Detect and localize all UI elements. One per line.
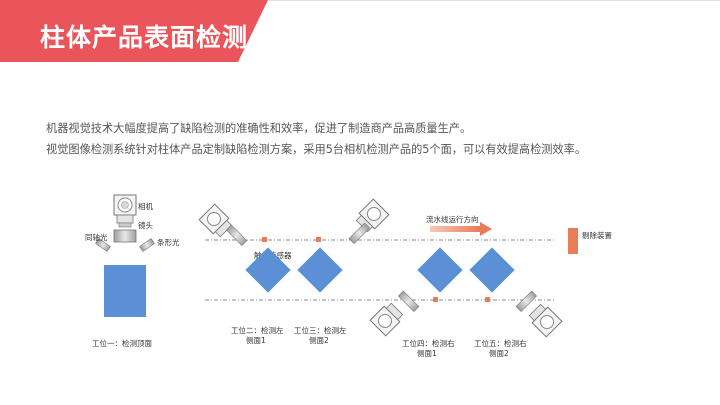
station1-label: 工位一：检测顶面: [92, 338, 152, 348]
station2-label-line1: 工位二：检测左: [231, 325, 284, 335]
station3-product: [297, 247, 343, 293]
trigger-sensor-2: [316, 237, 321, 242]
description-line-1: 机器视觉技术大幅度提高了缺陷检测的准确性和效率，促进了制造商产品高质量生产。: [46, 122, 472, 135]
station2-label-line2: 侧面1: [246, 335, 266, 345]
station3-label-line1: 工位三：检测左: [294, 325, 347, 335]
reject-device: [568, 228, 578, 254]
station1-camera-icon: [113, 194, 137, 228]
page-title: 柱体产品表面检测: [40, 23, 249, 52]
camera-label: 相机: [138, 201, 153, 211]
station2-camera-icon: [198, 203, 233, 238]
coaxial-light-label: 同轴光: [85, 232, 108, 242]
station5-label-line1: 工位五：检测右: [474, 338, 527, 348]
reject-device-label: 剔除装置: [582, 230, 612, 240]
station5-camera-icon: [528, 303, 563, 338]
flow-direction-label: 流水线运行方向: [426, 214, 479, 224]
station4-label-line1: 工位四：检测右: [402, 338, 455, 348]
station3-bar-light: [348, 222, 371, 245]
bar-light-label: 条形光: [157, 237, 180, 247]
station5-label-line2: 侧面2: [489, 348, 509, 358]
station2-bar-light: [225, 224, 248, 247]
trigger-sensor-3: [433, 297, 438, 302]
trigger-sensor-4: [485, 297, 490, 302]
description: 机器视觉技术大幅度提高了缺陷检测的准确性和效率，促进了制造商产品高质量生产。 视…: [46, 118, 586, 160]
station5-bar-light: [515, 290, 538, 313]
station1-product: [104, 265, 146, 317]
station4-label-line2: 侧面1: [417, 348, 437, 358]
title-banner: [0, 0, 720, 62]
inspection-diagram: 相机 镜头 同轴光 条形光 工位一：检测顶面 触发传感器 工位二：检测左 侧面1…: [85, 194, 612, 358]
station4-product: [417, 247, 463, 293]
station1-coaxial-light: [113, 229, 137, 243]
lens-label: 镜头: [138, 220, 153, 230]
flow-arrow-icon: [430, 222, 492, 236]
description-line-2: 视觉图像检测系统针对柱体产品定制缺陷检测方案，采用5台相机检测产品的5个面，可以…: [46, 143, 587, 156]
station4-camera-icon: [369, 302, 404, 337]
station1-bar-light-right: [139, 238, 155, 252]
station4-bar-light: [397, 290, 420, 313]
station5-product: [469, 247, 515, 293]
station1-bar-light-left: [95, 238, 111, 252]
station3-label-line2: 侧面2: [309, 335, 329, 345]
trigger-sensor-1: [262, 237, 267, 242]
